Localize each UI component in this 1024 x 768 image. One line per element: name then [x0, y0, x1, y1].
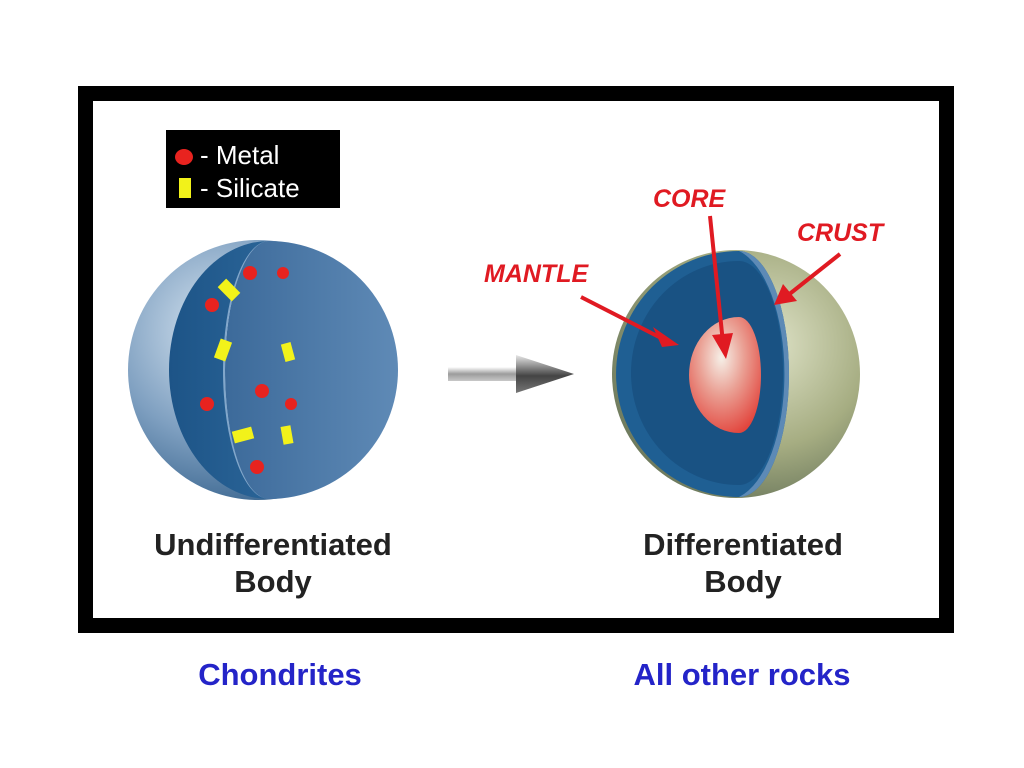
silicate-particle	[213, 338, 233, 362]
differentiation-diagram	[128, 215, 860, 500]
metal-particle	[285, 398, 297, 410]
mantle-label: MANTLE	[484, 260, 589, 288]
metal-particle	[255, 384, 269, 398]
left-sphere-silicates	[213, 278, 296, 445]
metal-particle	[200, 397, 214, 411]
crust-pointer-head	[774, 284, 797, 305]
core-layer	[689, 317, 761, 433]
differentiated-caption-line2: Body	[704, 564, 782, 599]
legend-silicate-label: - Silicate	[200, 173, 300, 203]
metal-particle	[243, 266, 257, 280]
undifferentiated-caption-line2: Body	[234, 564, 312, 599]
metal-swatch-icon	[175, 149, 193, 165]
diagram-panel: - Metal - Silicate CORE CRUST MANTLE Und…	[93, 101, 939, 618]
legend-metal-label: - Metal	[200, 140, 280, 170]
mantle-pointer-line	[580, 295, 664, 341]
silicate-particle	[231, 426, 255, 444]
crust-pointer-line	[785, 252, 842, 298]
undifferentiated-caption: Undifferentiated Body	[113, 526, 433, 600]
left-sphere-cut-face	[169, 241, 269, 499]
label-pointers	[580, 215, 842, 359]
chondrites-label: Chondrites	[198, 657, 362, 692]
undifferentiated-body	[128, 240, 398, 500]
silicate-particle	[280, 425, 294, 445]
differentiated-body	[612, 250, 860, 498]
mantle-pointer-head	[653, 327, 679, 347]
other-rocks-label: All other rocks	[633, 657, 851, 692]
core-pointer-head	[712, 333, 733, 359]
metal-particle	[205, 298, 219, 312]
transition-arrow	[448, 355, 574, 393]
arrow-shaft	[448, 367, 518, 381]
metal-particle	[277, 267, 289, 279]
left-sphere-right-face	[225, 241, 398, 499]
crust-label: CRUST	[797, 219, 884, 247]
core-pointer-line	[708, 215, 725, 344]
legend: - Metal - Silicate	[166, 130, 340, 208]
differentiated-caption-line1: Differentiated	[643, 527, 843, 562]
undifferentiated-caption-line1: Undifferentiated	[154, 527, 392, 562]
silicate-particle	[217, 278, 241, 302]
arrow-head	[516, 355, 574, 393]
left-sphere-particles	[200, 266, 297, 474]
core-label: CORE	[653, 185, 726, 213]
silicate-swatch-icon	[179, 178, 191, 198]
differentiated-caption: Differentiated Body	[593, 526, 893, 600]
metal-particle	[250, 460, 264, 474]
silicate-particle	[280, 342, 296, 362]
